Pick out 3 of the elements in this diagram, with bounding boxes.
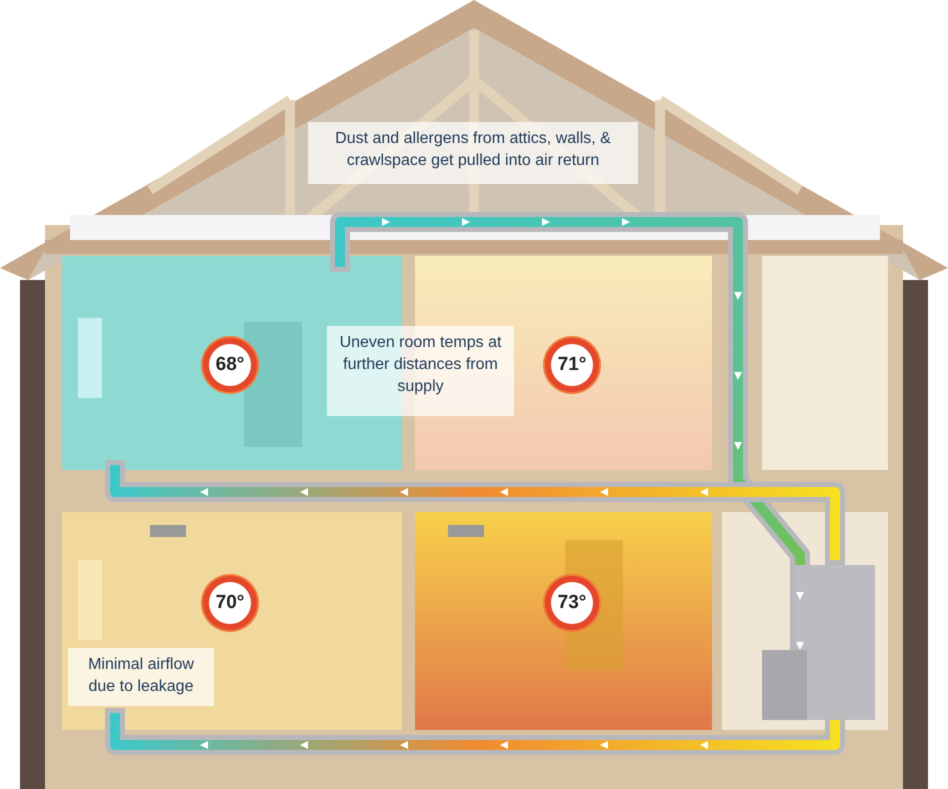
note-text: Minimal airflow due to leakage: [68, 648, 214, 706]
note-text: Uneven room temps at further distances from supply: [327, 326, 514, 416]
note-text: Dust and allergens from attics, walls, & crawlspace get pulled into air return: [308, 122, 638, 184]
